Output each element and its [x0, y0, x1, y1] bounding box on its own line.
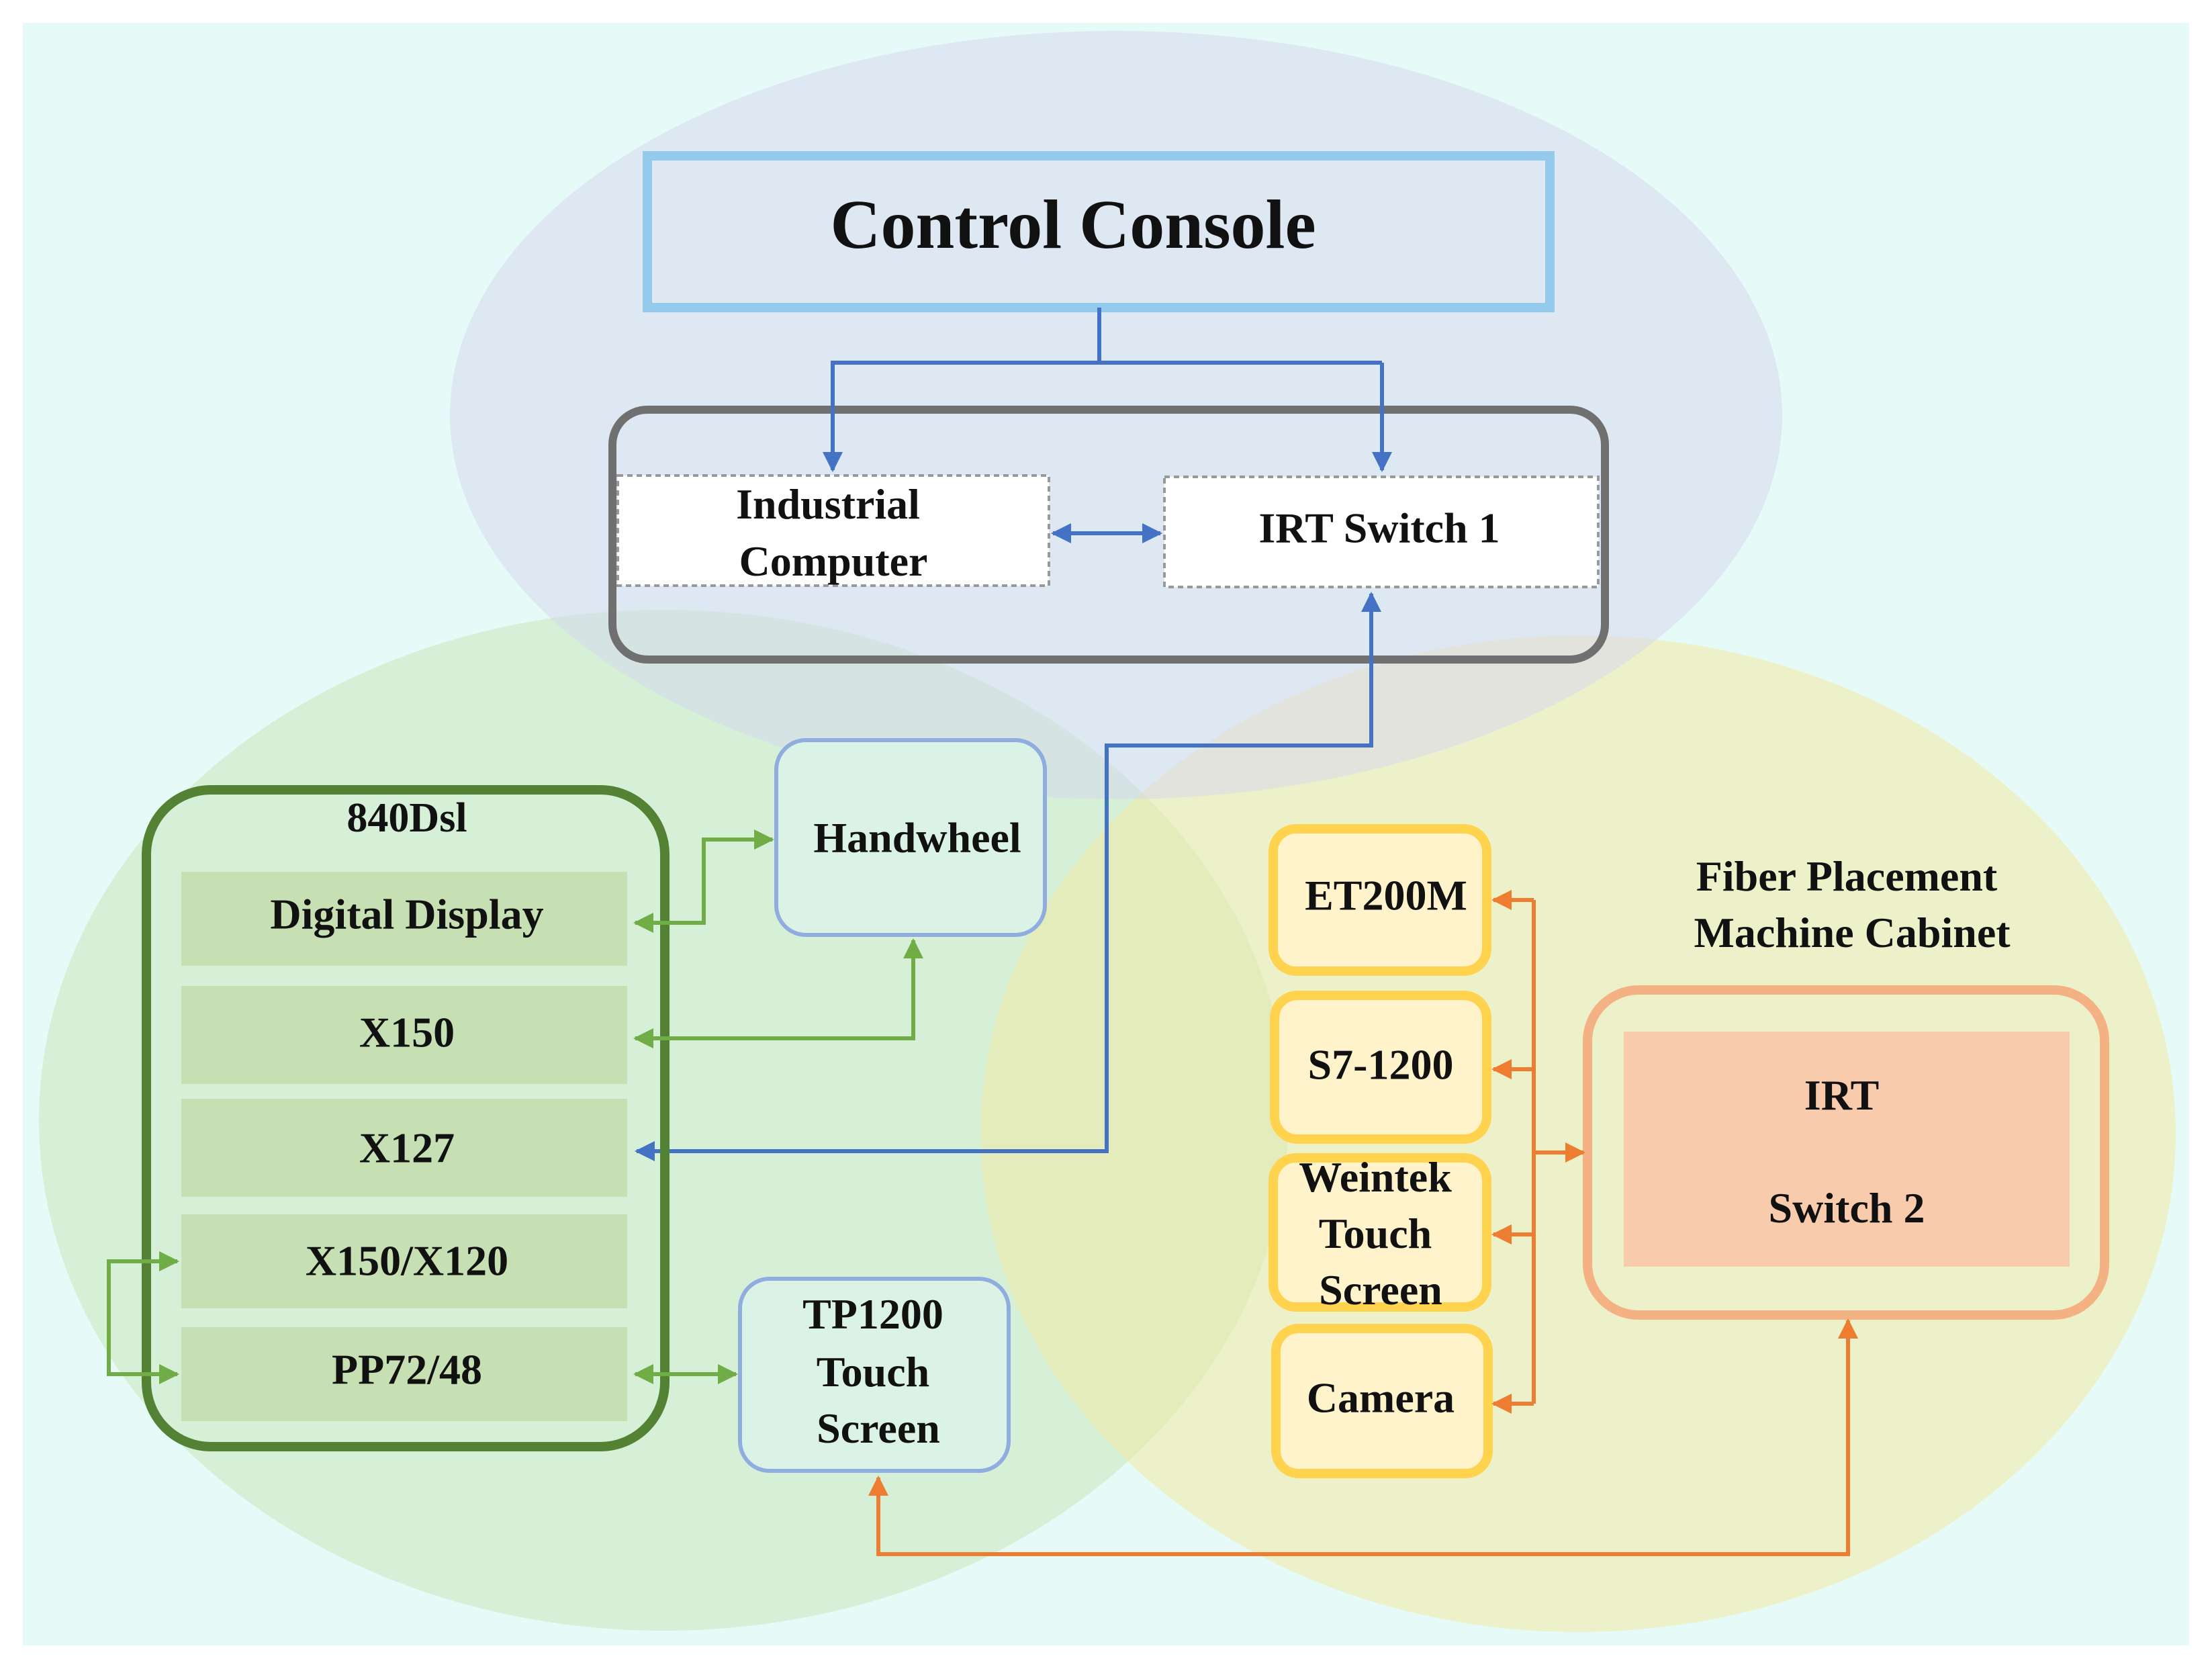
- cabinet-title: Fiber Placement Machine Cabinet: [1694, 852, 2011, 956]
- device-weintek-line-1: Weintek: [1299, 1153, 1452, 1201]
- handwheel-box: [774, 738, 1047, 937]
- connector-console-to-computer: [823, 308, 1101, 472]
- tp1200-label: TP1200 Touch Screen: [802, 1290, 954, 1452]
- industrial-computer-line-2: Computer: [739, 537, 928, 585]
- nc-840dsl-box: [142, 785, 670, 1451]
- handwheel-label: Handwheel: [813, 814, 1021, 862]
- cabinet-title-line-2: Machine Cabinet: [1694, 909, 2011, 956]
- control-console-title: Control Console: [830, 186, 1316, 263]
- cabinet-title-line-1: Fiber Placement: [1696, 852, 1998, 900]
- device-weintek-label: Weintek Touch Screen: [1299, 1153, 1463, 1314]
- module-pp72-48: [181, 1327, 627, 1421]
- connector-x150-handwheel: [633, 938, 923, 1048]
- irt-switch-2-outer: [1583, 985, 2109, 1320]
- module-digital-display: [181, 872, 627, 966]
- tp1200-line-3: Screen: [817, 1404, 940, 1452]
- tp1200-line-1: TP1200: [802, 1290, 943, 1338]
- industrial-computer-box: [616, 474, 1050, 587]
- module-digital-display-label: Digital Display: [270, 891, 543, 938]
- irt-switch-1-box: [1163, 476, 1600, 588]
- connector-display-handwheel: [633, 829, 774, 933]
- module-x127-label: X127: [359, 1124, 455, 1172]
- industrial-computer-label: Industrial Computer: [736, 480, 931, 585]
- device-weintek-box: [1269, 1153, 1491, 1312]
- irt-switch-1-label: IRT Switch 1: [1258, 504, 1500, 552]
- module-x150-x120-label: X150/X120: [306, 1237, 508, 1285]
- connector-irt1-to-x127: [635, 592, 1381, 1161]
- device-et200m-box: [1269, 824, 1491, 976]
- module-x150-label: X150: [359, 1009, 455, 1056]
- module-x150: [181, 986, 627, 1084]
- nc-840dsl-title: 840Dsl: [347, 795, 467, 841]
- device-weintek-line-2: Touch: [1319, 1210, 1432, 1257]
- module-pp72-48-label: PP72/48: [332, 1346, 482, 1394]
- device-camera-label: Camera: [1307, 1374, 1455, 1422]
- connector-x150x120-pp72: [107, 1251, 179, 1384]
- connector-irt2-to-tp1200: [868, 1318, 1858, 1556]
- irt-switch-2-box: [1624, 1032, 2070, 1267]
- device-weintek-line-3: Screen: [1319, 1266, 1442, 1314]
- irt-switch-2-label: IRT Switch 2: [1769, 1071, 1925, 1232]
- device-et200m-label: ET200M: [1305, 872, 1467, 919]
- industrial-computer-line-1: Industrial: [736, 480, 920, 528]
- device-s7-1200-label: S7-1200: [1308, 1041, 1454, 1089]
- irt-switch-2-line-1: IRT: [1804, 1071, 1879, 1119]
- irt-switch-2-line-2: Switch 2: [1769, 1184, 1925, 1232]
- module-x150-x120: [181, 1214, 627, 1308]
- tp1200-line-2: Touch: [817, 1348, 929, 1396]
- device-s7-1200-box: [1270, 991, 1491, 1144]
- module-x127: [181, 1099, 627, 1197]
